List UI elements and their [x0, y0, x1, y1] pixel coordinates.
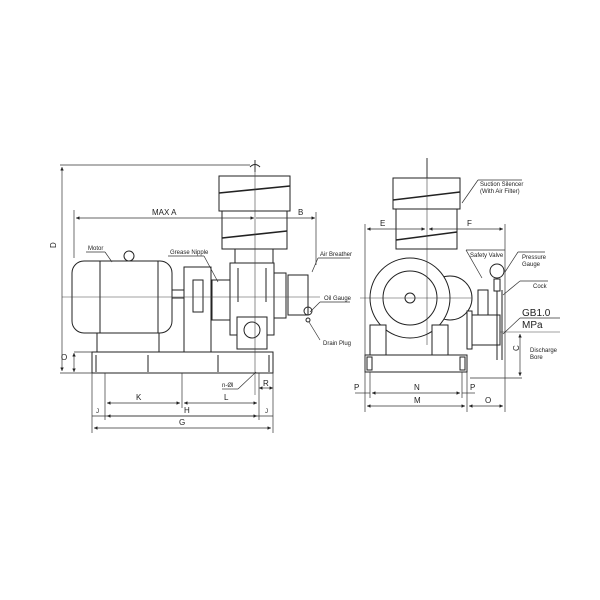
suction-silencer-sub-label: (With Air Filter): [480, 189, 520, 195]
dim-o-label: O: [61, 353, 67, 362]
grease-nipple-label: Grease Nipple: [170, 250, 209, 256]
dim-d-label: D: [49, 242, 58, 248]
dim-m-label: M: [414, 396, 421, 405]
discharge-bore-sub-label: Bore: [530, 355, 543, 361]
base-frame-side: [91, 351, 274, 374]
dim-max-a-label: MAX A: [152, 208, 177, 217]
standard-label: GB1.0: [522, 308, 551, 319]
dim-c-label: C: [512, 345, 521, 351]
cock-label: Cock: [533, 284, 548, 290]
dim-o-front-label: O: [485, 396, 491, 405]
dim-j-right-label: J: [265, 409, 268, 415]
air-breather-label: Air Breather: [320, 252, 352, 258]
drain-plug-label: Drain Plug: [323, 341, 351, 347]
dim-h-label: H: [184, 406, 190, 415]
safety-valve-label: Safety Valve: [470, 253, 504, 259]
dim-r-label: R: [263, 379, 269, 388]
standard-unit-label: MPa: [522, 320, 543, 331]
dim-j-left-label: J: [96, 409, 99, 415]
pressure-gauge-sub-label: Gauge: [522, 262, 541, 268]
motor: [71, 250, 187, 354]
dim-f-label: F: [467, 219, 472, 228]
suction-silencer-side: [218, 160, 291, 264]
bolt-holes-label: n-Øl: [222, 383, 233, 389]
dim-k-label: K: [136, 393, 142, 402]
dim-g-label: G: [179, 418, 185, 427]
blower-body-side: [211, 262, 313, 350]
dim-b-label: B: [298, 208, 303, 217]
dim-p-left-label: P: [354, 383, 359, 392]
side-view: D O MAX A B K L J H J G R n-Øl Motor: [49, 160, 352, 433]
suction-silencer-label: Suction Silencer: [480, 182, 523, 188]
dim-n-label: N: [414, 383, 420, 392]
oil-gauge-label: Oil Gauge: [324, 296, 352, 302]
dim-l-label: L: [224, 393, 229, 402]
discharge-bore-label: Discharge: [530, 348, 558, 354]
coupling: [192, 279, 204, 313]
front-view: E F P N P M O C Suction Silencer (With A…: [354, 158, 560, 412]
dim-e-label: E: [380, 219, 385, 228]
dim-p-right-label: P: [470, 383, 475, 392]
suction-silencer-front: [392, 158, 461, 250]
base-frame-front: [364, 354, 468, 373]
blower-body-front: [369, 257, 505, 360]
pressure-gauge-label: Pressure: [522, 255, 547, 261]
motor-label: Motor: [88, 246, 103, 252]
